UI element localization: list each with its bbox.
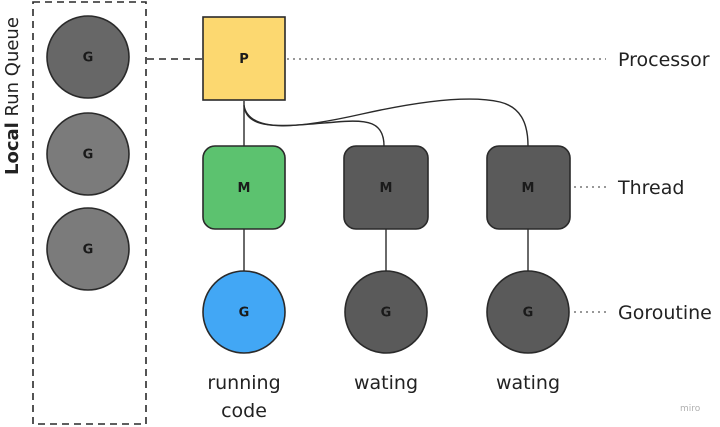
- goroutine-label: G: [381, 306, 392, 321]
- goroutine-label: G: [239, 306, 250, 321]
- queue-goroutine-circle: [46, 15, 130, 99]
- goroutine-caption: wating: [354, 372, 418, 394]
- processor-to-thread-2-connector: [243, 104, 385, 147]
- thread-label: M: [380, 181, 393, 196]
- thread-node: M: [202, 145, 286, 230]
- local-run-queue-title-rest: Run Queue: [2, 17, 23, 122]
- queue-goroutine: G: [46, 15, 130, 99]
- thread-box-running: [202, 145, 286, 230]
- processor-box: [202, 16, 286, 101]
- legend-goroutine: Goroutine: [618, 302, 712, 324]
- processor-to-thread-3-connector: [243, 98, 529, 147]
- queue-goroutine: G: [46, 207, 130, 291]
- queue-goroutine-circle: [46, 207, 130, 291]
- goroutine-circle-waiting: [486, 270, 570, 354]
- queue-goroutine: G: [46, 112, 130, 196]
- local-run-queue-title-bold: Local: [2, 122, 23, 175]
- miro-watermark: miro: [680, 404, 701, 414]
- goroutine-label: G: [523, 306, 534, 321]
- goroutine-node: G: [344, 270, 428, 354]
- goroutine-node: G: [202, 270, 286, 354]
- thread-label: M: [522, 181, 535, 196]
- legend-processor: Processor: [618, 49, 710, 71]
- queue-goroutine-circle: [46, 112, 130, 196]
- local-run-queue-title: Local Run Queue: [2, 17, 23, 175]
- legend-thread: Thread: [617, 177, 684, 199]
- queue-goroutine-label: G: [83, 51, 94, 66]
- local-run-queue-box: [32, 1, 147, 425]
- queue-goroutine-label: G: [83, 148, 94, 163]
- processor-label: P: [239, 52, 249, 67]
- queue-goroutine-label: G: [83, 243, 94, 258]
- thread-node: M: [343, 145, 429, 230]
- thread-node: M: [486, 145, 571, 230]
- goroutine-caption-line2: code: [221, 400, 267, 422]
- thread-label: M: [238, 181, 251, 196]
- thread-box-waiting: [343, 145, 429, 230]
- thread-box-waiting: [486, 145, 571, 230]
- goroutine-node: G: [486, 270, 570, 354]
- goroutine-circle-waiting: [344, 270, 428, 354]
- goroutine-caption: wating: [496, 372, 560, 394]
- goroutine-circle-running: [202, 270, 286, 354]
- goroutine-caption: running: [207, 372, 280, 394]
- processor-node: P: [202, 16, 286, 101]
